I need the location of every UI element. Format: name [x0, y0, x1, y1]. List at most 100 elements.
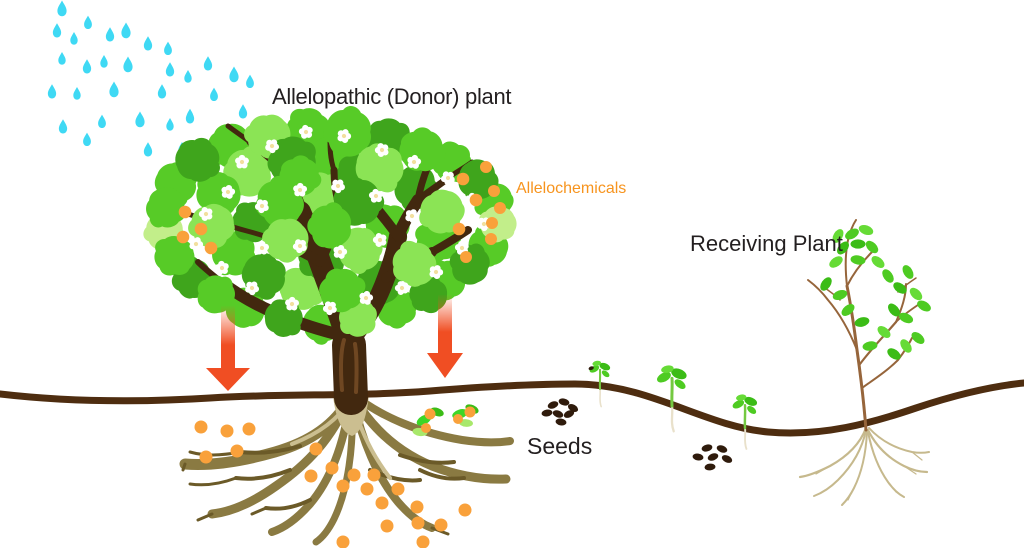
leaf: [882, 269, 894, 283]
allelochemical-dot: [230, 444, 244, 458]
donor-tree: [138, 98, 523, 415]
receiving-roots: [798, 426, 930, 506]
rain-drop-icon: [73, 87, 81, 100]
seed-cluster-near: [541, 398, 579, 426]
leaf: [841, 304, 855, 316]
seed: [552, 410, 564, 418]
rain-drop-icon: [210, 87, 218, 102]
leaf: [887, 348, 901, 360]
rain-drop-icon: [123, 56, 133, 73]
leaf: [832, 229, 844, 243]
rain-drop-icon: [184, 70, 192, 83]
rain-drop-icon: [98, 114, 106, 129]
allelochemical-dot: [375, 496, 389, 510]
seed: [701, 444, 713, 452]
leaf: [832, 289, 848, 301]
allelochemical-dot: [391, 482, 405, 496]
receiving-plant: [798, 219, 931, 506]
dispersed-fruits: [412, 404, 479, 437]
rain-drop-icon: [165, 62, 175, 77]
leaf: [917, 300, 931, 312]
arrow-right: [427, 295, 463, 378]
leaf: [893, 282, 907, 294]
fruit-icon: [456, 172, 470, 186]
allelochemical-dots-soil: [194, 420, 472, 548]
allelochemical-dot: [486, 217, 498, 229]
allelochemical-dot: [458, 503, 472, 517]
leaf: [854, 317, 870, 327]
seed: [547, 401, 559, 409]
seed-husk: [588, 366, 594, 371]
rain-drop-icon: [70, 32, 78, 45]
leaf: [865, 240, 879, 254]
arrow-left: [206, 306, 250, 391]
leaf: [858, 224, 874, 236]
rain-drop-icon: [121, 22, 131, 39]
seed: [555, 418, 567, 426]
rain-drop-icon: [246, 74, 254, 89]
receiving-plant-label: Receiving Plant: [690, 231, 843, 256]
rain-drop-icon: [82, 59, 92, 74]
allelochemical-dot: [367, 468, 381, 482]
seedling: [587, 358, 613, 408]
allelochemical-dot: [460, 251, 472, 263]
seed: [704, 463, 716, 471]
leaf: [888, 303, 900, 317]
allelochemical-dot: [380, 519, 394, 533]
allelochemical-dot: [434, 518, 448, 532]
leaf: [862, 341, 878, 351]
rain-drop-icon: [105, 27, 115, 42]
rain-drop-icon: [186, 108, 194, 120]
allelochemical-dot: [480, 161, 492, 173]
rain-drop-icon: [47, 84, 57, 99]
rain-drop-icon: [57, 0, 67, 17]
seed: [707, 453, 719, 461]
rain-drop-icon: [58, 119, 68, 134]
allelochemical-dot: [347, 468, 361, 482]
rain-drop-icon: [229, 66, 239, 83]
leaf: [911, 332, 925, 344]
seed: [558, 398, 570, 406]
fruit-icon: [204, 241, 218, 255]
allelochemical-dot: [199, 450, 213, 464]
seed: [692, 453, 704, 461]
allelochemical-dot: [194, 420, 208, 434]
allelochemical-dot: [309, 442, 323, 456]
allelochemical-dot: [360, 482, 374, 496]
seed: [721, 455, 733, 463]
leaf: [871, 256, 885, 268]
seed: [716, 445, 728, 453]
seeds-label: Seeds: [527, 433, 593, 459]
rain-drop-icon: [52, 23, 62, 38]
seed: [541, 409, 553, 417]
seed: [567, 403, 579, 413]
leaf: [877, 326, 891, 338]
rain-drop-icon: [157, 84, 167, 99]
seedlings: [587, 358, 760, 451]
leaf: [900, 339, 912, 353]
leaf: [902, 265, 914, 279]
leaf: [898, 312, 914, 324]
seed: [563, 410, 575, 418]
rain-drop-icon: [143, 36, 153, 51]
rain-drop-icon: [58, 52, 66, 65]
allelochemical-dot: [304, 469, 318, 483]
rain-drop-icon: [238, 104, 248, 119]
fruit-icon: [469, 193, 483, 207]
seed-cluster-far: [692, 444, 733, 471]
fruit-icon: [194, 222, 208, 236]
leaf: [909, 287, 923, 301]
leaf: [850, 239, 866, 249]
allelochemical-dots-air: [460, 161, 506, 263]
allelochemical-dot: [325, 461, 339, 475]
ground-line: [0, 379, 1024, 437]
fruit-icon: [178, 205, 192, 219]
leaf: [820, 277, 832, 291]
leaf: [829, 256, 843, 268]
seedling: [729, 392, 760, 451]
rain-drop-icon: [164, 41, 172, 56]
rain-drop-icon: [203, 56, 213, 71]
fruit-icon: [452, 222, 466, 236]
donor-plant-label: Allelopathic (Donor) plant: [272, 84, 512, 109]
